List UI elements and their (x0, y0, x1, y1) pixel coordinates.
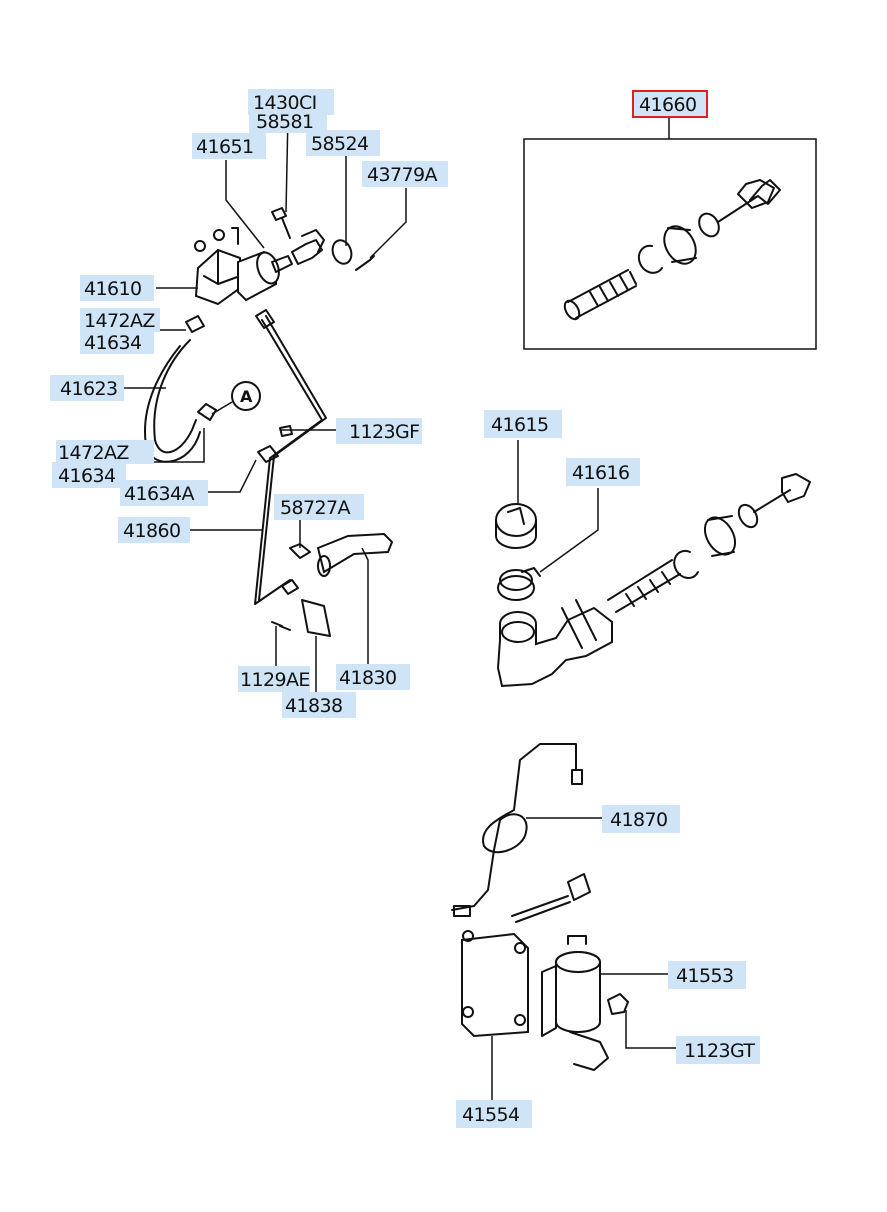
label-58581[interactable]: 58581 (249, 109, 327, 133)
label-1129ae[interactable]: 1129AE (238, 666, 310, 692)
svg-text:41660: 41660 (639, 94, 696, 116)
label-41838[interactable]: 41838 (282, 692, 356, 718)
label-58727a[interactable]: 58727A (274, 494, 364, 520)
label-41610[interactable]: 41610 (80, 275, 154, 301)
master-cylinder-exploded (495, 473, 811, 688)
svg-text:1472AZ: 1472AZ (58, 442, 129, 464)
label-41634-2[interactable]: 41634 (52, 462, 126, 488)
label-1472az-2[interactable]: 1472AZ (56, 440, 154, 464)
svg-text:1430CJ: 1430CJ (253, 92, 317, 114)
label-41830[interactable]: 41830 (336, 664, 410, 690)
svg-text:41554: 41554 (462, 1104, 520, 1126)
svg-text:41553: 41553 (676, 965, 733, 987)
label-41623[interactable]: 41623 (50, 375, 124, 401)
label-1123gt[interactable]: 1123GT (676, 1036, 760, 1064)
svg-text:1123GF: 1123GF (349, 421, 419, 443)
clutch-tube-and-slave-cylinder (451, 743, 629, 1071)
svg-text:43779A: 43779A (367, 164, 437, 186)
label-1123gf[interactable]: 1123GF (336, 418, 422, 444)
callout-a: A (211, 381, 261, 415)
label-43779a[interactable]: 43779A (362, 161, 448, 187)
svg-text:41623: 41623 (60, 378, 117, 400)
label-41634[interactable]: 41634 (80, 330, 154, 354)
label-41615[interactable]: 41615 (484, 410, 562, 438)
master-cylinder-assembly (194, 207, 375, 306)
svg-text:41651: 41651 (196, 136, 253, 158)
label-41616[interactable]: 41616 (566, 458, 640, 486)
label-41860[interactable]: 41860 (118, 517, 190, 543)
svg-text:41634A: 41634A (124, 483, 194, 505)
svg-text:A: A (240, 387, 253, 406)
svg-text:58524: 58524 (311, 133, 369, 155)
repair-kit-parts (563, 179, 781, 321)
clutch-tube (254, 315, 327, 605)
label-41554[interactable]: 41554 (456, 1100, 532, 1128)
label-41660[interactable]: 41660 (632, 90, 708, 118)
svg-text:58727A: 58727A (280, 497, 350, 519)
svg-text:41616: 41616 (572, 462, 629, 484)
svg-text:41830: 41830 (339, 667, 396, 689)
svg-text:41634: 41634 (58, 465, 116, 487)
svg-text:1129AE: 1129AE (240, 669, 310, 691)
svg-text:41870: 41870 (610, 809, 667, 831)
svg-text:41860: 41860 (123, 520, 180, 542)
label-41634a[interactable]: 41634A (120, 480, 208, 506)
label-58524[interactable]: 58524 (306, 130, 380, 156)
svg-text:41610: 41610 (84, 278, 141, 300)
svg-text:41615: 41615 (491, 414, 548, 436)
label-41870[interactable]: 41870 (602, 805, 680, 833)
svg-text:41634: 41634 (84, 332, 142, 354)
svg-text:41838: 41838 (285, 695, 342, 717)
label-1472az[interactable]: 1472AZ (80, 308, 160, 332)
label-41553[interactable]: 41553 (668, 961, 746, 989)
svg-text:1123GT: 1123GT (684, 1040, 755, 1062)
svg-text:58581: 58581 (256, 111, 313, 133)
label-41651[interactable]: 41651 (192, 133, 266, 159)
repair-kit-frame (523, 138, 817, 350)
svg-text:1472AZ: 1472AZ (84, 310, 155, 332)
